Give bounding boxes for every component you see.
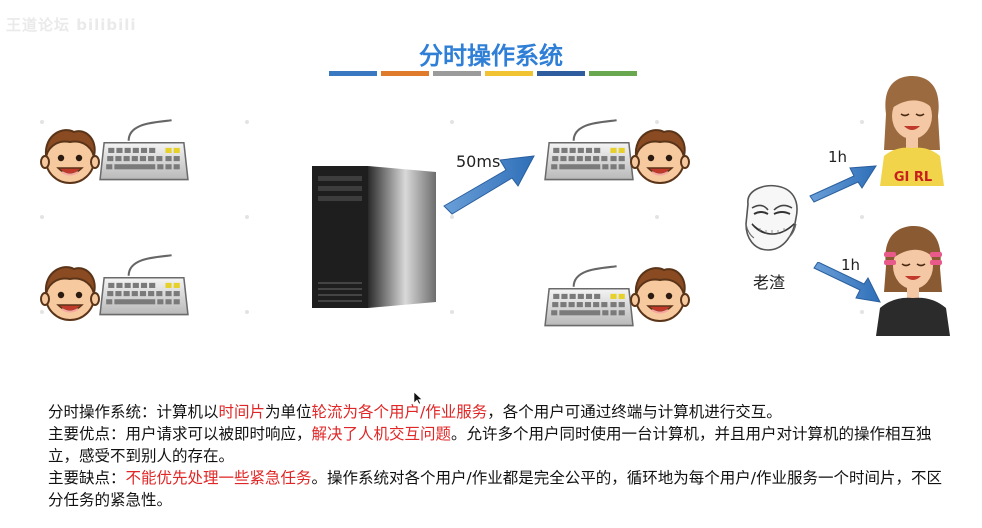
- description-advantages: 主要优点：用户请求可以被即时响应，解决了人机交互问题。允许多个用户同时使用一台计…: [48, 423, 948, 467]
- highlight-round-robin: 轮流为各个用户/作业服务: [311, 403, 488, 421]
- text-segment: 主要优点：用户请求可以被即时响应，: [48, 425, 312, 443]
- keyboard-icon: [98, 118, 190, 190]
- description-definition: 分时操作系统：计算机以时间片为单位轮流为各个用户/作业服务，各个用户可通过终端与…: [48, 401, 948, 423]
- text-segment: 。操作系统对各个用户/作业都是完全公平的，循环地为每个用户/作业服务一个时间片，…: [48, 469, 942, 509]
- color-bar: [537, 71, 585, 76]
- user-face-icon: [630, 126, 690, 186]
- color-bar: [485, 71, 533, 76]
- duration-label-1: 1h: [828, 148, 848, 166]
- text-segment: ，各个用户可通过终端与计算机进行交互。: [487, 403, 782, 421]
- color-bar: [433, 71, 481, 76]
- text-segment: 主要缺点：: [48, 469, 126, 487]
- slide-title: 分时操作系统: [419, 42, 563, 70]
- description-text: 分时操作系统：计算机以时间片为单位轮流为各个用户/作业服务，各个用户可通过终端与…: [48, 401, 948, 511]
- highlight-urgent-tasks: 不能优先处理一些紧急任务: [125, 469, 312, 487]
- text-segment: 为单位: [265, 403, 312, 421]
- keyboard-icon: [543, 118, 635, 190]
- description-disadvantages: 主要缺点：不能优先处理一些紧急任务。操作系统对各个用户/作业都是完全公平的，循环…: [48, 467, 948, 511]
- man-label: 老渣: [753, 273, 786, 292]
- highlight-time-slice: 时间片: [218, 403, 266, 421]
- girl-2-avatar-icon: [876, 226, 950, 336]
- user-face-icon: [40, 263, 100, 323]
- girl-shirt-text: GI RL: [893, 170, 933, 185]
- time-slice-label: 50ms: [456, 152, 501, 171]
- color-bar: [381, 71, 429, 76]
- arrow-to-girl-1-icon: [809, 165, 877, 203]
- highlight-interaction: 解决了人机交互问题: [311, 425, 452, 443]
- trollface-meme-icon: [745, 184, 798, 251]
- server-tower-icon: [312, 166, 436, 308]
- user-face-icon: [40, 126, 100, 186]
- text-segment: 。允许多个用户同时使用一台计算机，并且用户对计算机的操作相互独立，感受不到别人的…: [48, 425, 932, 465]
- girl-1-avatar-icon: [880, 76, 944, 186]
- duration-label-2: 1h: [841, 256, 861, 274]
- watermark-text: 王道论坛 bilibili: [6, 16, 137, 34]
- color-bar: [589, 71, 637, 76]
- keyboard-icon: [98, 253, 190, 325]
- text-segment: 分时操作系统：计算机以: [48, 403, 219, 421]
- mouse-cursor-icon: [413, 391, 423, 405]
- time-slice-arrow-icon: [443, 155, 535, 215]
- color-bar: [329, 71, 377, 76]
- user-face-icon: [630, 264, 690, 324]
- keyboard-icon: [543, 264, 635, 336]
- title-color-bars: [329, 71, 637, 76]
- arrow-to-girl-2-icon: [813, 262, 881, 303]
